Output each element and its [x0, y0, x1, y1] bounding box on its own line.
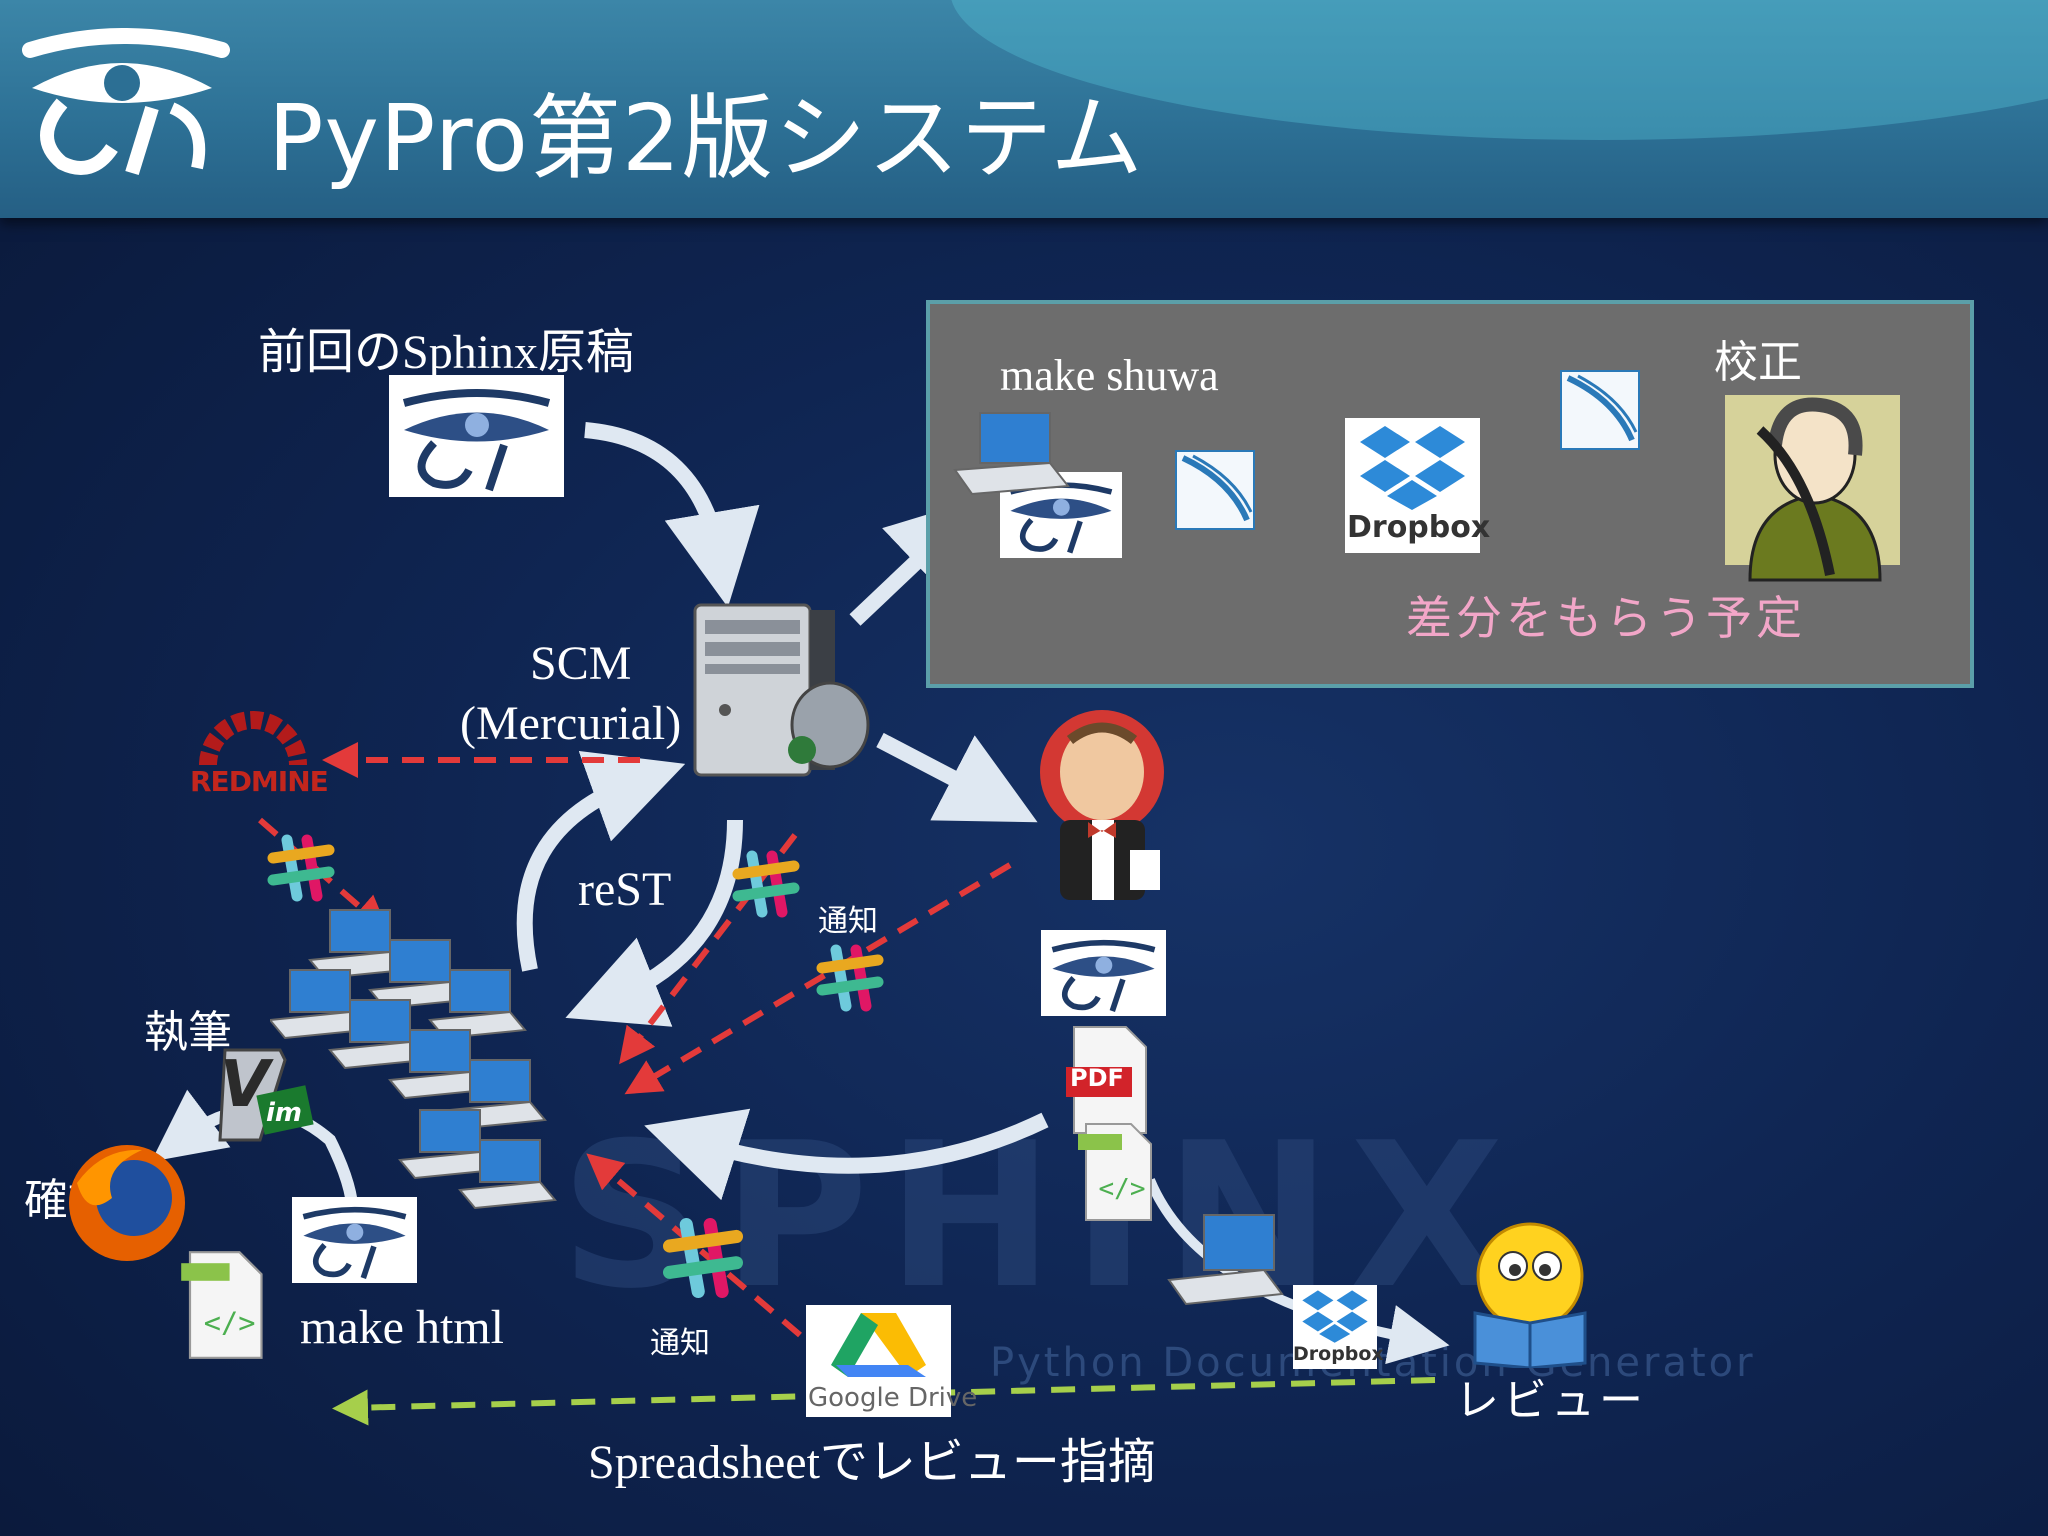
label-scm-tool: (Mercurial) [460, 697, 682, 750]
laptop-icon [328, 999, 427, 1070]
firefox-icon [69, 1145, 185, 1261]
laptop-icon [1167, 1214, 1284, 1306]
shuwa-icon [1560, 370, 1640, 450]
html-file-icon: </> [1078, 1123, 1152, 1221]
slack-icon [816, 944, 884, 1012]
sphinx-jenkins-tile [1041, 930, 1166, 1016]
dropbox-small-wordmark: Dropbox [1293, 1343, 1384, 1365]
sphinx-source-tile [389, 375, 564, 497]
title-bar: PyPro第2版システム [0, 0, 2048, 218]
laptop-cluster [270, 909, 557, 1210]
svg-text:</>: </> [204, 1306, 256, 1340]
reader-emoji-icon [1473, 1222, 1587, 1368]
redmine-wordmark: REDMINE [190, 765, 329, 798]
label-scm: SCM [530, 637, 632, 690]
pdf-icon [1066, 1026, 1147, 1134]
laptop-icon [388, 1029, 487, 1100]
arrow-laptops-to-scm [516, 750, 686, 972]
vim-letters-im: im [266, 1098, 303, 1128]
slack-icon [662, 1217, 744, 1299]
label-rest: reST [578, 863, 672, 916]
laptop-icon [398, 1109, 497, 1180]
label-writing: 執筆 [144, 1007, 232, 1058]
dropbox-tile: Dropbox [1345, 418, 1490, 553]
sphinx-local-tile [292, 1197, 417, 1283]
label-make-html: make html [300, 1301, 504, 1354]
svg-text:</>: </> [1099, 1174, 1146, 1204]
google-drive-tile: Google Drive [806, 1305, 977, 1417]
arrow-jenkins-to-laptops [644, 1108, 1049, 1201]
dropbox-icon [1302, 1290, 1368, 1343]
laptop-icon [953, 412, 1070, 496]
redmine-icon [199, 711, 307, 766]
eye-of-horus-icon [1051, 939, 1156, 1012]
jenkins-icon [1040, 710, 1164, 900]
page-title: PyPro第2版システム [268, 85, 1144, 192]
label-proofread: 校正 [1714, 337, 1802, 388]
slack-icon [267, 834, 335, 902]
dropbox-small-tile: Dropbox [1293, 1285, 1384, 1369]
label-diff-plan: 差分をもらう予定 [1406, 591, 1806, 645]
google-drive-icon [831, 1313, 926, 1377]
vim-letter-v: V [220, 1048, 270, 1122]
arrow-scm-to-laptops [565, 819, 743, 1027]
dropbox-wordmark: Dropbox [1347, 510, 1491, 545]
google-drive-wordmark: Google Drive [808, 1383, 978, 1413]
label-prev-source: 前回のSphinx原稿 [258, 326, 635, 379]
html-file-icon: </> [181, 1251, 263, 1359]
label-make-shuwa: make shuwa [1000, 351, 1219, 400]
shuwa-icon [1175, 450, 1255, 530]
dropbox-icon [1360, 426, 1465, 510]
server-icon [693, 603, 870, 777]
eye-of-horus-icon [402, 389, 551, 492]
proofreader-icon [1725, 395, 1900, 582]
eye-of-horus-icon [22, 28, 230, 176]
slack-icon [732, 850, 800, 918]
label-spreadsheet-review: Spreadsheetでレビュー指摘 [588, 1436, 1156, 1489]
laptop-icon [270, 969, 367, 1040]
label-notify-1: 通知 [818, 904, 878, 939]
arrow-scm-to-jenkins [876, 732, 1038, 823]
arrow-source-to-scm [584, 422, 760, 608]
dash-drive-notify [586, 1153, 802, 1338]
vim-icon [218, 1048, 314, 1142]
label-review: レビュー [1455, 1375, 1647, 1426]
laptop-icon [458, 1139, 557, 1210]
label-notify-2: 通知 [650, 1326, 710, 1361]
eye-of-horus-icon [302, 1206, 407, 1279]
pdf-label: PDF [1070, 1064, 1124, 1092]
